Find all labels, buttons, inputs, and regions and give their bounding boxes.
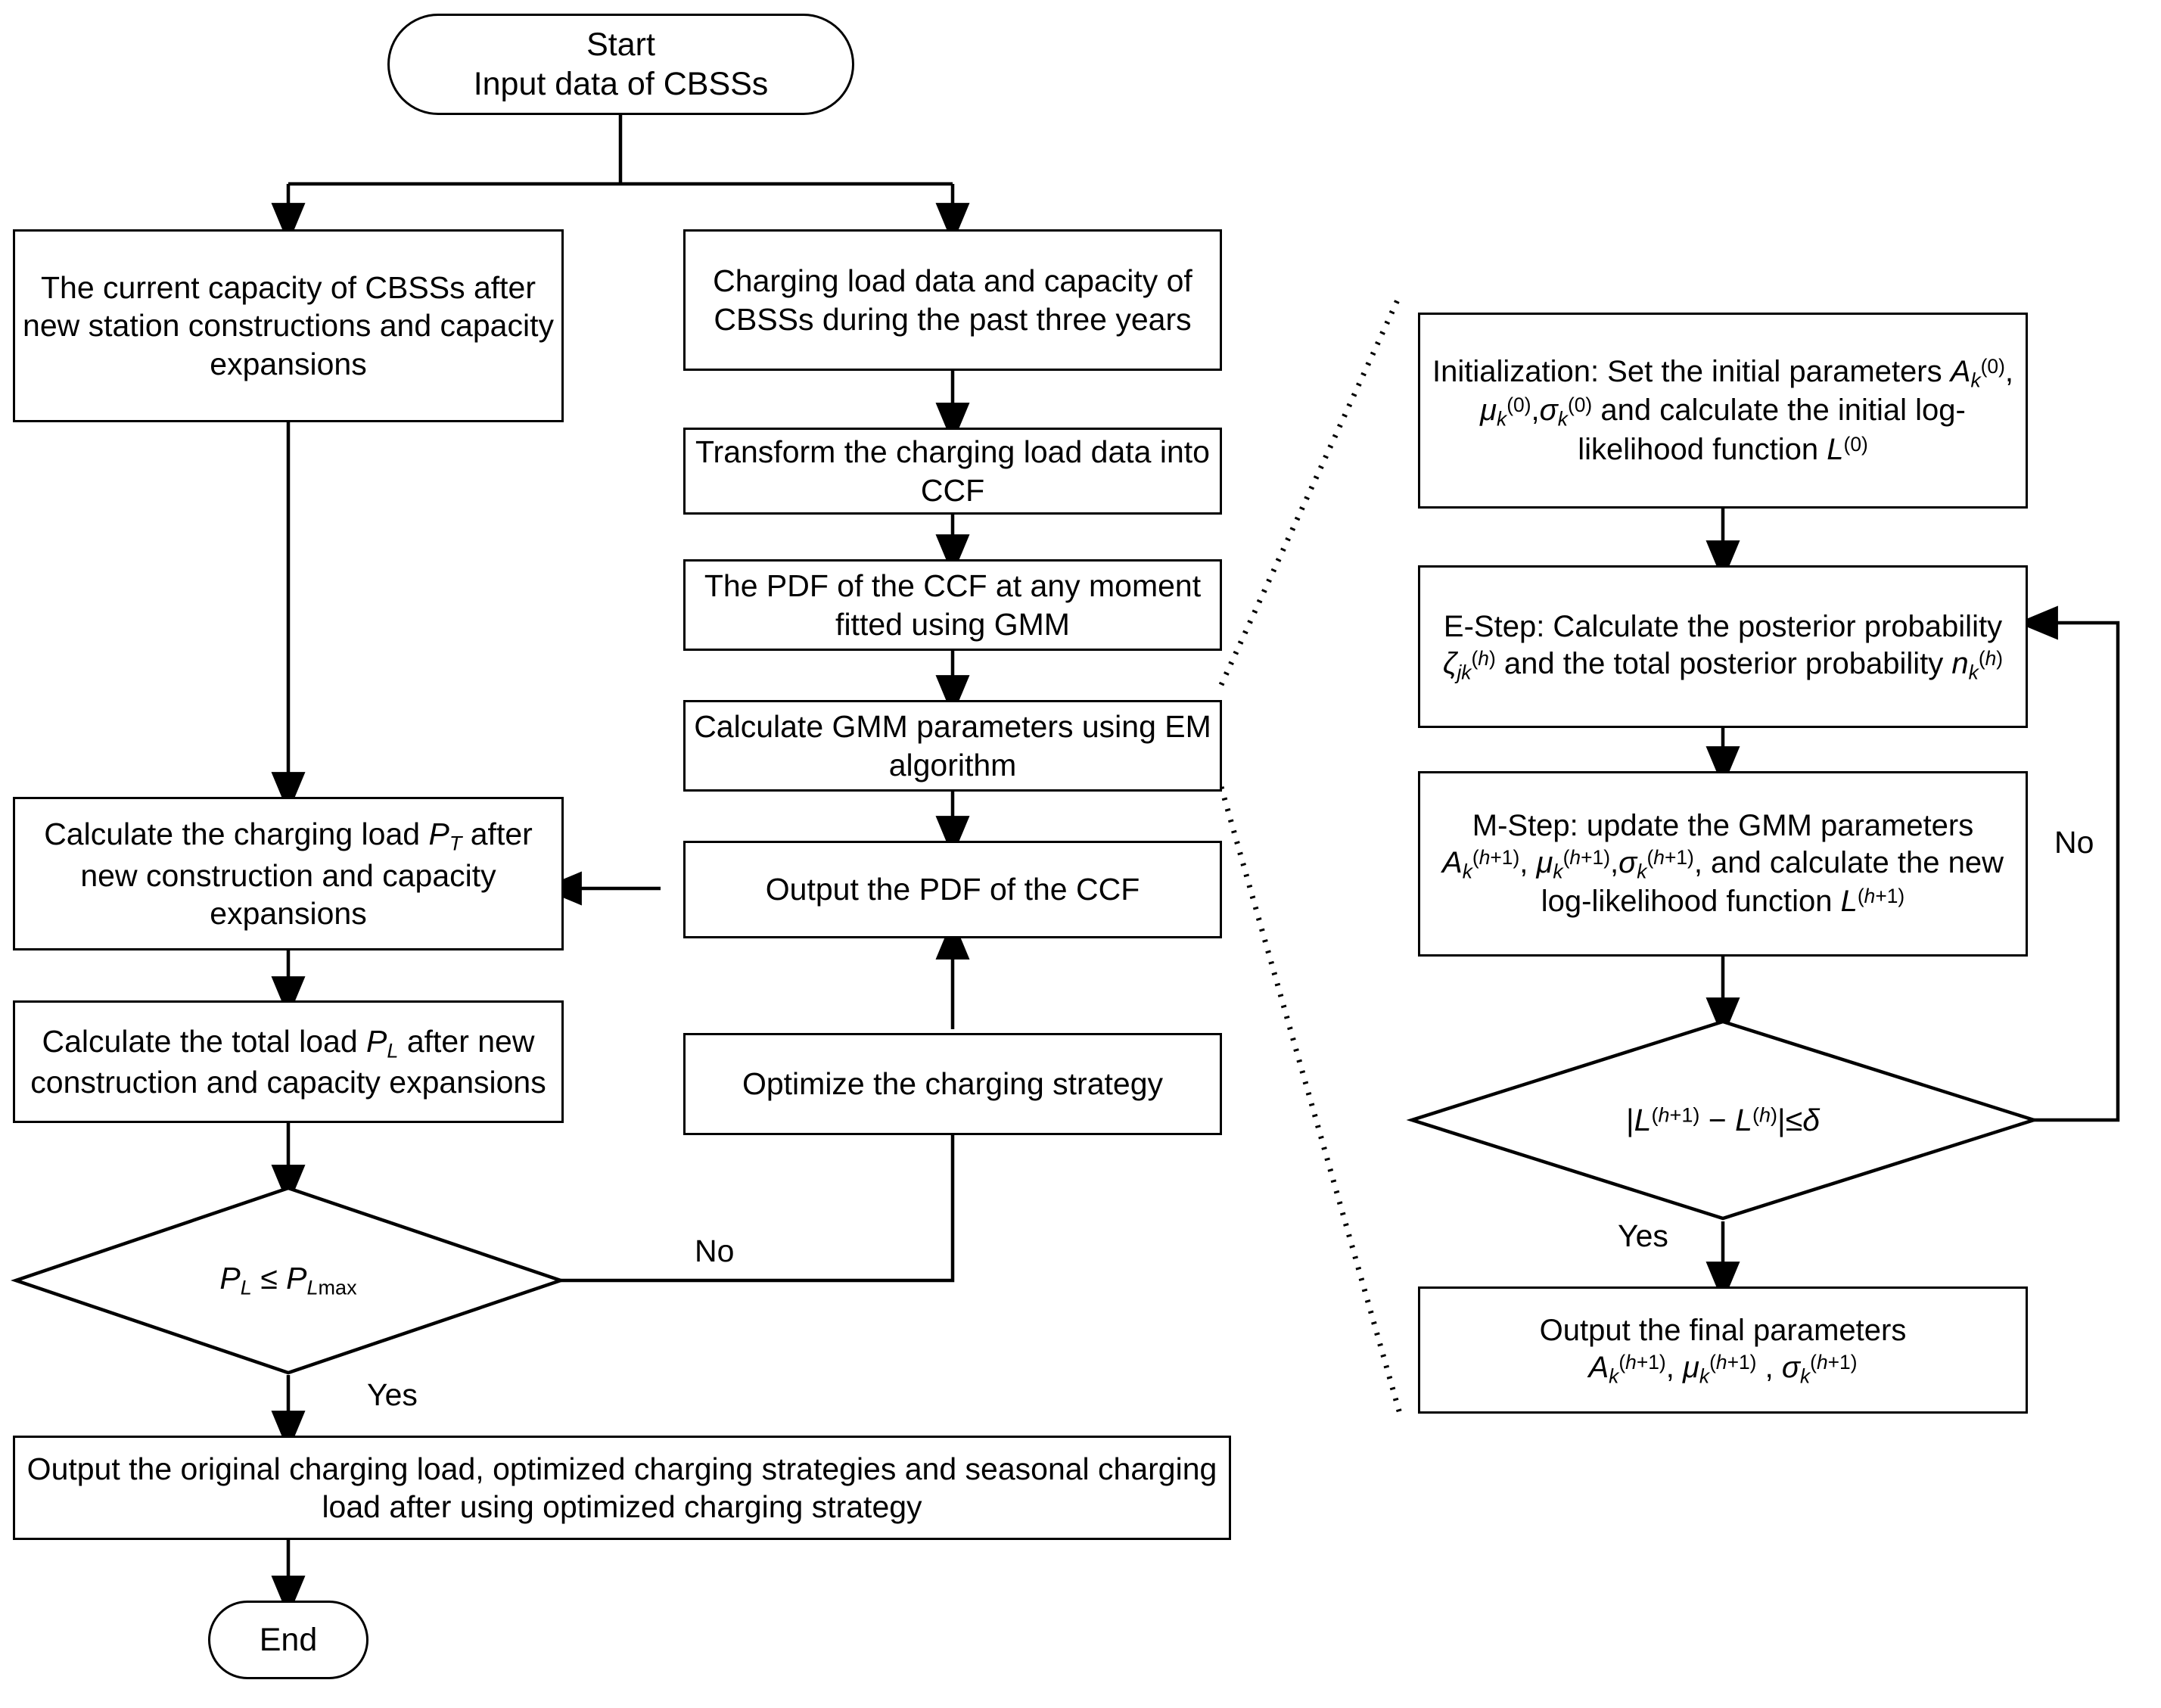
decision-converge-label[interactable]: |L(h+1) − L(h)|≤δ — [1496, 1090, 1950, 1150]
node-initialization[interactable]: Initialization: Set the initial paramete… — [1418, 313, 2028, 509]
node-optimize-strategy[interactable]: Optimize the charging strategy — [683, 1033, 1222, 1135]
final-output-label: Output the original charging load, optim… — [26, 1451, 1217, 1524]
node-calc-gmm-em[interactable]: Calculate GMM parameters using EM algori… — [683, 700, 1222, 792]
e-step-label: E-Step: Calculate the posterior probabil… — [1442, 610, 2004, 684]
edge-label-left-no: No — [695, 1234, 735, 1268]
wire-left-no-loop — [561, 1135, 955, 1283]
node-charging-load-data[interactable]: Charging load data and capacity of CBSSs… — [683, 229, 1222, 371]
wire-right-no-loop — [2016, 605, 2120, 1122]
current-capacity-label: The current capacity of CBSSs after new … — [23, 270, 554, 381]
node-current-capacity[interactable]: The current capacity of CBSSs after new … — [13, 229, 564, 422]
node-output-final-params[interactable]: Output the final parameters Ak(h+1), μk(… — [1418, 1286, 2028, 1414]
node-final-output[interactable]: Output the original charging load, optim… — [13, 1436, 1231, 1540]
start-line2: Input data of CBSSs — [473, 66, 769, 102]
wire-dotted-upper — [1218, 294, 1403, 686]
calc-total-load-label: Calculate the total load PL after new co… — [30, 1023, 546, 1100]
decision-shape-converge — [1406, 1019, 2040, 1221]
decision-pl-text: PL ≤ PLmax — [219, 1261, 357, 1299]
start-line1: Start — [586, 26, 655, 63]
m-step-label: M-Step: update the GMM parameters Ak(h+1… — [1442, 808, 2004, 919]
node-e-step[interactable]: E-Step: Calculate the posterior probabil… — [1418, 565, 2028, 728]
charging-load-data-label: Charging load data and capacity of CBSSs… — [713, 263, 1192, 337]
node-output-pdf-ccf[interactable]: Output the PDF of the CCF — [683, 841, 1222, 938]
edge-label-right-no: No — [2054, 825, 2094, 860]
node-calc-total-load[interactable]: Calculate the total load PL after new co… — [13, 1000, 564, 1123]
wire-dotted-lower — [1218, 786, 1403, 1414]
transform-ccf-label: Transform the charging load data into CC… — [695, 434, 1210, 508]
edge-label-left-yes: Yes — [367, 1377, 418, 1412]
node-transform-ccf[interactable]: Transform the charging load data into CC… — [683, 428, 1222, 515]
calc-charging-load-label: Calculate the charging load PT after new… — [44, 817, 533, 931]
output-final-params-label: Output the final parameters Ak(h+1), μk(… — [1539, 1313, 1907, 1387]
node-m-step[interactable]: M-Step: update the GMM parameters Ak(h+1… — [1418, 771, 2028, 957]
initialization-label: Initialization: Set the initial paramete… — [1432, 354, 2014, 466]
calc-gmm-em-label: Calculate GMM parameters using EM algori… — [694, 709, 1211, 782]
output-pdf-ccf-label: Output the PDF of the CCF — [765, 872, 1140, 907]
decision-shape-pl — [10, 1186, 567, 1375]
node-pdf-gmm[interactable]: The PDF of the CCF at any moment fitted … — [683, 559, 1222, 651]
edge-label-right-yes: Yes — [1618, 1218, 1668, 1253]
decision-pl-label[interactable]: PL ≤ PLmax — [99, 1250, 477, 1311]
end-label: End — [259, 1621, 318, 1658]
node-calc-charging-load[interactable]: Calculate the charging load PT after new… — [13, 797, 564, 950]
node-start[interactable]: Start Input data of CBSSs — [387, 14, 854, 115]
pdf-gmm-label: The PDF of the CCF at any moment fitted … — [704, 568, 1202, 642]
optimize-strategy-label: Optimize the charging strategy — [742, 1066, 1164, 1102]
decision-converge-text: |L(h+1) − L(h)|≤δ — [1626, 1102, 1820, 1137]
node-end[interactable]: End — [208, 1601, 368, 1679]
